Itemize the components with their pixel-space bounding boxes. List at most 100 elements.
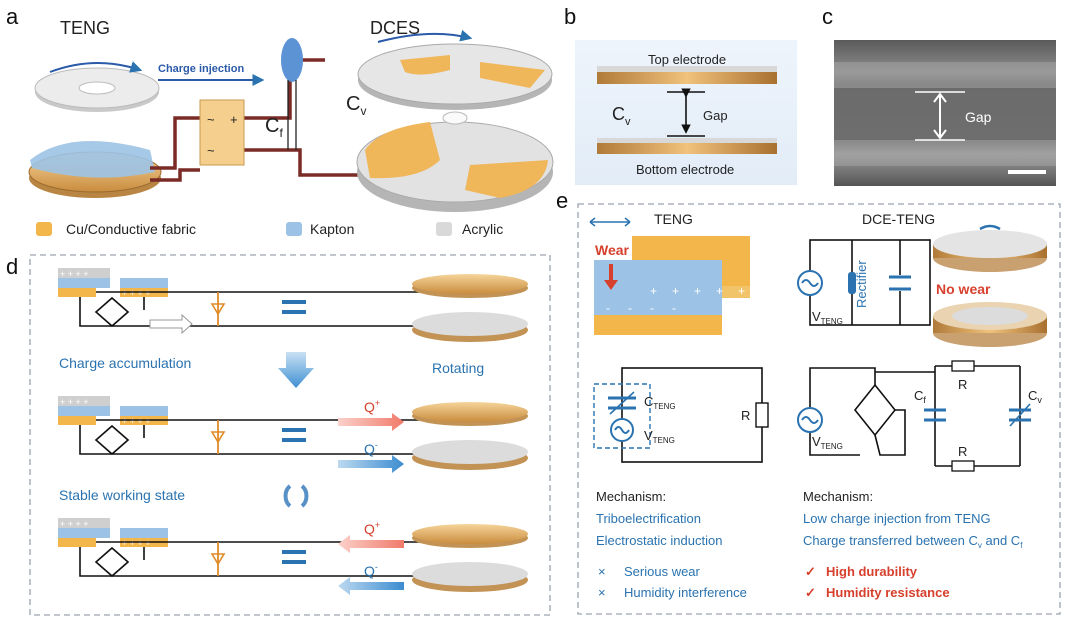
dces-disk-top [412,274,528,294]
kapton-layer [120,406,168,416]
bottom-electrode-label: Bottom electrode [636,162,734,177]
acrylic-layer [58,396,110,406]
x-mark-2: × [598,585,606,600]
rotating-label: Rotating [432,360,484,376]
r-label-top: R [958,377,967,392]
e-dce-teng-title: DCE-TENG [862,211,935,227]
charge-accumulation-label: Charge accumulation [59,355,191,371]
check-mark-1: ✓ [805,564,816,579]
legend-swatch-acrylic [436,222,452,236]
gap-label-sem: Gap [965,109,992,125]
svg-text:~: ~ [207,143,215,158]
diode-icon [210,553,226,566]
vteng-label-2: VTENG [644,428,675,445]
dce-top-circuit [797,239,931,326]
legend-label-acrylic: Acrylic [462,221,503,237]
wear-label: Wear [595,242,630,258]
no-wear-label: No wear [936,281,991,297]
dces-disk-top [412,402,528,422]
q-minus-label: Q- [364,440,378,457]
diode-icon [210,431,226,444]
charge-injection-label: Charge injection [158,63,244,75]
cv-label-b: Cv [612,104,631,128]
teng-r-circuit [593,367,769,463]
electrode-layer [58,416,96,425]
positive-charges: + + + + [60,519,89,529]
minus-sign: - [628,301,632,315]
cf-label-e: Cf [914,388,926,405]
rotation-arrow-icon [49,61,143,73]
cteng-label: CTENG [644,394,676,411]
q-minus-label: Q- [364,562,378,579]
teng-title: TENG [60,18,110,38]
electrode-layer [58,538,96,547]
kapton-layer [120,528,168,538]
bottom-electrode [597,138,777,154]
wire-teng-top [150,116,200,170]
cv-label: Cv [346,93,366,118]
gap-label: Gap [703,108,728,123]
cf-label: Cf [265,115,283,140]
acrylic-layer [58,518,110,528]
wire-to-dces-top [244,58,325,120]
panel-e-frame [577,203,1061,615]
q-minus-arrow [338,455,404,473]
good-1: High durability [826,564,918,579]
minus-sign: - [672,301,676,315]
teng-stator [28,141,162,198]
plus-sign: + [672,284,679,298]
dces-disk-bottom [412,562,528,586]
legend-label-kapton: Kapton [310,221,354,237]
bad-2: Humidity interference [624,585,747,600]
bridge-rectifier [94,296,130,328]
panel-label-a: a [6,4,19,29]
top-electrode [597,66,777,84]
rotation-arrow-icon [377,29,473,43]
good-2: Humidity resistance [826,585,950,600]
kapton-layer [58,278,110,288]
mech-left-title: Mechanism: [596,489,666,504]
r-label-bottom: R [958,444,967,459]
stable-working-label: Stable working state [59,487,185,503]
top-electrode-label: Top electrode [648,52,726,67]
capacitor-plate [282,550,306,554]
circuit-rows: + + + ++ + + ++ + + ++ + + +Q+Q-+ + + ++… [58,268,528,595]
dce-disks [933,224,1047,347]
svg-text:+: + [230,112,238,127]
kapton-layer [58,406,110,416]
capacitor-plate [282,438,306,442]
dces-disk-bottom [412,440,528,464]
kapton-layer [120,278,168,288]
positive-charges: + + + + [60,397,89,407]
scale-bar [1008,170,1046,174]
mech-left-2: Electrostatic induction [596,533,722,548]
hollow-arrow-icon [149,313,193,335]
electrode-layer [58,288,96,297]
plus-sign: + [738,284,745,298]
plus-sign: + [694,284,701,298]
vteng-label-3: VTENG [812,434,843,451]
q-plus-label: Q+ [364,398,380,415]
panel-d-frame [29,254,551,616]
rectifier-label: Rectifier [854,260,869,308]
bad-1: Serious wear [624,564,701,579]
diode-icon [210,303,226,316]
panel-label-c: c [822,4,833,29]
positive-charges: + + + + [60,269,89,279]
cf-capacitor [281,38,303,150]
e-teng-title: TENG [654,211,693,227]
dces-title: DCES [370,18,420,38]
positive-charges: + + + + [122,288,151,298]
q-plus-label: Q+ [364,520,380,537]
q-plus-arrow [338,535,404,553]
legend: Cu/Conductive fabric Kapton Acrylic [36,221,503,237]
teng-rotor [34,61,160,112]
plus-sign: + [716,284,723,298]
positive-charges: + + + + [122,416,151,426]
cycle-icon [283,484,309,508]
dces-bottom-disk [356,111,554,212]
capacitor-plate [282,310,306,314]
dces-disk-bottom [412,312,528,336]
vteng-label-1: VTENG [812,309,843,326]
